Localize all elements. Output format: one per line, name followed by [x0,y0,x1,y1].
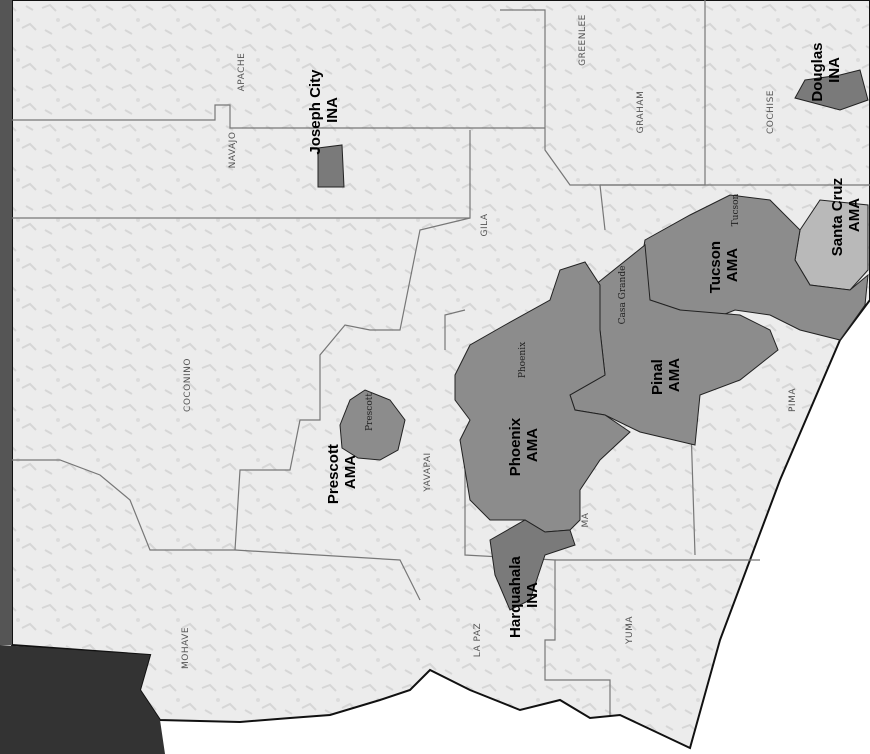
city-label-prescott: Prescott [365,393,375,431]
city-label-phoenix: Phoenix [518,342,528,378]
county-label-navajo: NAVAJO [228,132,238,169]
county-label-graham: GRAHAM [636,91,646,134]
area-label-phoenix: Phoenix AMA [507,414,541,477]
joseph-city-ina-shape [317,144,345,188]
city-label-casa-grande: Casa Grande [618,266,628,325]
area-label-santa-cruz: Santa Cruz AMA [829,174,863,257]
left-edge-strip [0,0,12,645]
county-label-coconino: COCONINO [183,358,193,412]
county-label-yuma: YUMA [625,616,635,645]
area-label-pinal: Pinal AMA [649,355,683,395]
area-label-santa-cruz-line2: AMA [846,198,863,232]
area-label-tucson: Tucson AMA [707,237,741,293]
area-label-joseph-city: Joseph City INA [307,65,341,154]
area-label-joseph-city-line2: INA [324,97,341,123]
area-label-douglas: Douglas INA [809,38,843,101]
county-label-mohave: MOHAVE [181,627,191,669]
area-label-harquahala: Harquahala INA [507,552,541,638]
area-label-tucson-line1: Tucson [707,241,724,293]
county-label-greenlee: GREENLEE [578,14,588,66]
area-label-joseph-city-line1: Joseph City [307,69,324,155]
county-label-yavapai: YAVAPAI [423,452,433,492]
area-label-phoenix-line1: Phoenix [507,417,524,476]
county-lines [12,0,870,715]
area-label-prescott-line1: Prescott [325,444,342,504]
county-label-apache: APACHE [237,53,247,92]
area-label-pinal-line2: AMA [666,358,683,392]
county-label-gila: GILA [480,213,490,236]
area-label-phoenix-line2: AMA [524,428,541,462]
area-label-pinal-line1: Pinal [649,359,666,395]
area-label-harquahala-line1: Harquahala [507,556,524,638]
county-label-maricopa: MA [581,512,591,527]
city-label-tucson: Tucson [731,193,741,226]
area-label-prescott: Prescott AMA [325,440,359,504]
phoenix-ama-shape [454,261,631,533]
county-label-pima: PIMA [788,388,798,412]
county-label-cochise: COCHISE [766,90,776,134]
area-label-tucson-line2: AMA [724,248,741,282]
harquahala-ina-shape [489,519,576,611]
dark-corner [0,645,165,754]
area-label-harquahala-line2: INA [524,582,541,608]
area-label-douglas-line1: Douglas [809,42,826,101]
county-label-lapaz: LA PAZ [473,623,483,657]
prescott-ama-shape [339,389,406,461]
area-label-prescott-line2: AMA [342,455,359,489]
area-label-santa-cruz-line1: Santa Cruz [829,178,846,256]
area-label-douglas-line2: INA [826,57,843,83]
douglas-ina-shape [794,69,869,111]
